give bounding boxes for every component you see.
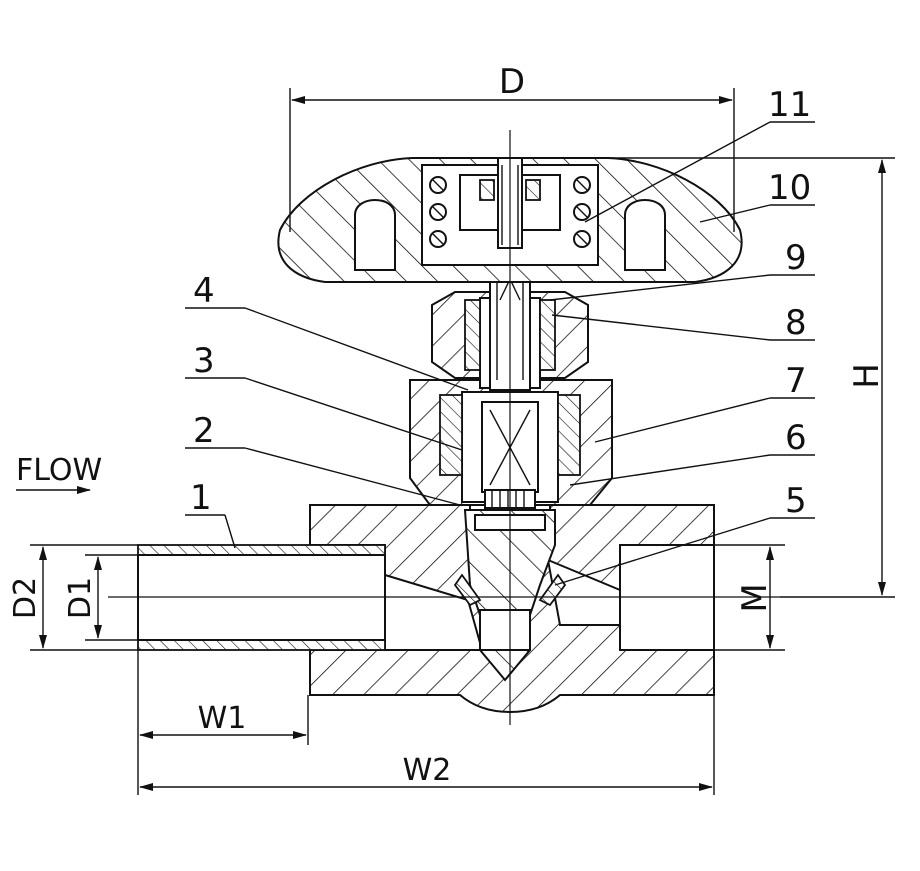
part-leaders-left: 4 3 2 1 [185, 271, 469, 549]
flow-label: FLOW [16, 453, 102, 488]
part-1-label: 1 [190, 478, 212, 518]
dim-w2-label: W2 [403, 753, 452, 788]
flow-indicator: FLOW [16, 453, 102, 494]
dimension-w2: W2 [139, 695, 715, 795]
part-11-label: 11 [768, 85, 811, 125]
part-9-label: 9 [785, 238, 807, 278]
dimension-d1: D1 [63, 554, 138, 641]
dim-w1-label: W1 [198, 701, 247, 736]
part-6-label: 6 [785, 418, 807, 458]
center-lines [108, 130, 780, 725]
part-8-label: 8 [785, 303, 807, 343]
dimension-m: M [714, 544, 785, 651]
part-3-label: 3 [193, 341, 215, 381]
dim-h-label: H [847, 363, 887, 389]
part-10-label: 10 [768, 168, 811, 208]
part-5-label: 5 [785, 481, 807, 521]
dimension-d2: D2 [8, 544, 138, 651]
dim-m-label: M [735, 583, 775, 612]
dimension-h: H [608, 157, 895, 598]
dimension-w1: W1 [137, 650, 309, 795]
part-2-label: 2 [193, 411, 215, 451]
part-leaders-right: 11 10 9 8 7 6 5 [549, 85, 815, 586]
dim-d1-label: D1 [63, 577, 98, 619]
dim-d2-label: D2 [8, 577, 43, 619]
dimension-d: D [289, 62, 735, 232]
dim-d-label: D [499, 62, 525, 102]
part-7-label: 7 [785, 361, 807, 401]
part-4-label: 4 [193, 271, 215, 311]
